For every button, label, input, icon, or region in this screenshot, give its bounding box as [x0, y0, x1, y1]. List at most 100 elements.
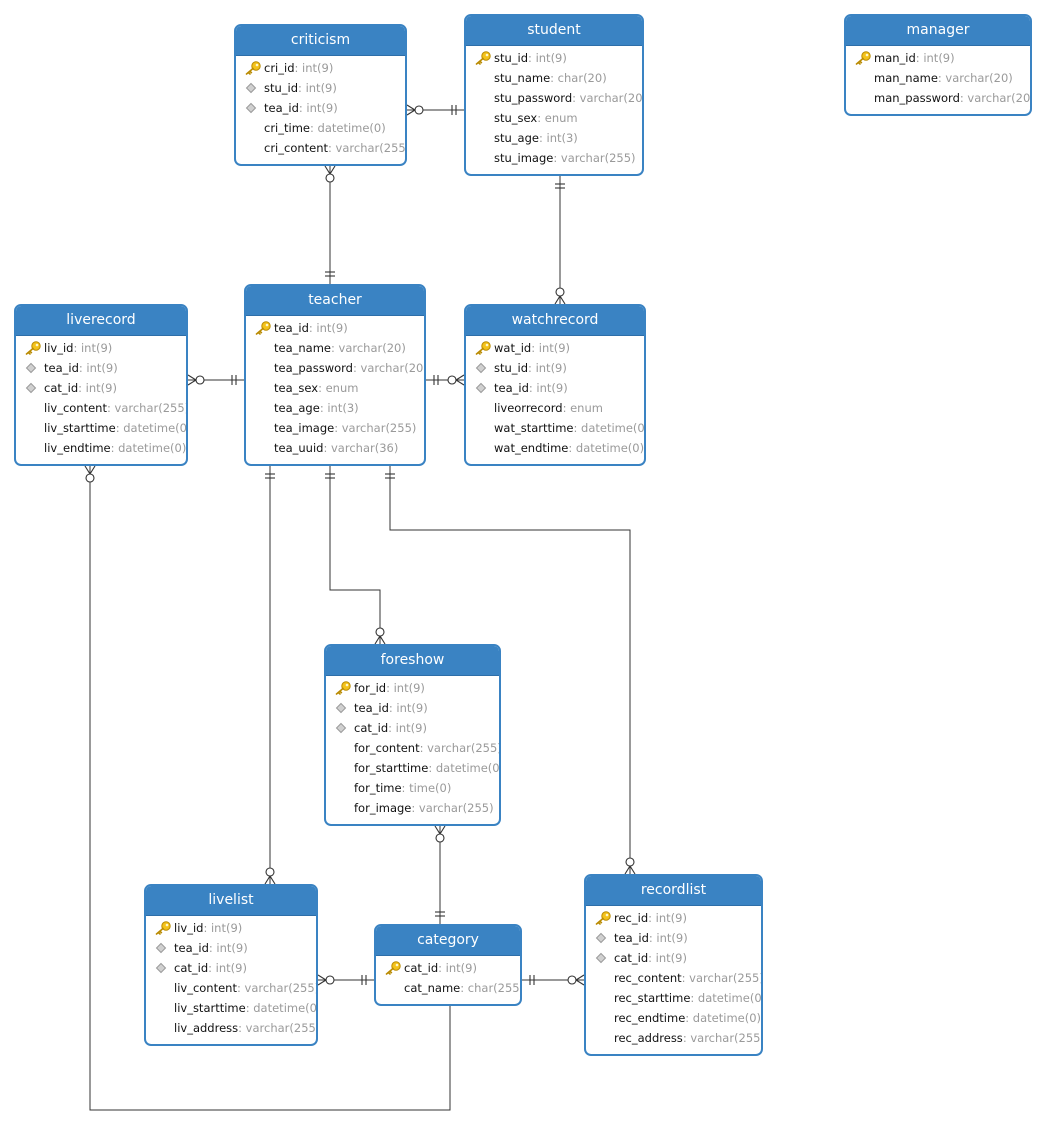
- field-row[interactable]: stu_name: char(20): [466, 68, 642, 88]
- field-row[interactable]: stu_age: int(3): [466, 128, 642, 148]
- field-row[interactable]: tea_id: int(9): [236, 98, 405, 118]
- field-row[interactable]: stu_id: int(9): [466, 48, 642, 68]
- blank-icon: [154, 981, 172, 995]
- field-row[interactable]: tea_id: int(9): [326, 698, 499, 718]
- rel-recordlist-category: [522, 974, 585, 986]
- blank-icon: [254, 341, 272, 355]
- field-row[interactable]: man_name: varchar(20): [846, 68, 1030, 88]
- field-row[interactable]: tea_id: int(9): [586, 928, 761, 948]
- blank-icon: [334, 761, 352, 775]
- field-row[interactable]: for_starttime: datetime(0): [326, 758, 499, 778]
- field-row[interactable]: liv_address: varchar(255): [146, 1018, 316, 1038]
- one-only-marker: [435, 911, 445, 917]
- field-list: tea_id: int(9)tea_name: varchar(20)tea_p…: [246, 316, 424, 458]
- field-row[interactable]: cri_id: int(9): [236, 58, 405, 78]
- field-row[interactable]: cat_name: char(255): [376, 978, 520, 998]
- field-row[interactable]: cri_content: varchar(255): [236, 138, 405, 158]
- field-row[interactable]: liv_id: int(9): [16, 338, 186, 358]
- rel-criticism-student: [406, 104, 464, 116]
- field-row[interactable]: wat_endtime: datetime(0): [466, 438, 644, 458]
- primary-key-icon: [154, 920, 172, 935]
- field-row[interactable]: rec_content: varchar(255): [586, 968, 761, 988]
- field-row[interactable]: wat_id: int(9): [466, 338, 644, 358]
- field-row[interactable]: rec_starttime: datetime(0): [586, 988, 761, 1008]
- field-type: : char(255): [460, 981, 522, 995]
- field-row[interactable]: tea_name: varchar(20): [246, 338, 424, 358]
- field-row[interactable]: cat_id: int(9): [16, 378, 186, 398]
- field-name: tea_id: [354, 701, 389, 715]
- foreign-key-icon: [244, 81, 262, 95]
- field-row[interactable]: tea_image: varchar(255): [246, 418, 424, 438]
- field-name: stu_name: [494, 71, 551, 85]
- zero-or-many-marker: [567, 974, 585, 986]
- field-row[interactable]: tea_id: int(9): [466, 378, 644, 398]
- field-row[interactable]: cat_id: int(9): [326, 718, 499, 738]
- field-name: man_name: [874, 71, 938, 85]
- field-row[interactable]: liv_starttime: datetime(0): [16, 418, 186, 438]
- field-row[interactable]: stu_id: int(9): [466, 358, 644, 378]
- field-row[interactable]: tea_password: varchar(20): [246, 358, 424, 378]
- field-row[interactable]: tea_id: int(9): [146, 938, 316, 958]
- entity-title: manager: [846, 16, 1030, 46]
- field-row[interactable]: for_content: varchar(255): [326, 738, 499, 758]
- field-row[interactable]: man_id: int(9): [846, 48, 1030, 68]
- zero-or-many-marker: [554, 287, 566, 305]
- field-name: stu_id: [494, 361, 529, 375]
- field-row[interactable]: tea_sex: enum: [246, 378, 424, 398]
- field-row[interactable]: rec_endtime: datetime(0): [586, 1008, 761, 1028]
- one-only-marker: [325, 473, 335, 479]
- entity-title: livelist: [146, 886, 316, 916]
- field-row[interactable]: tea_id: int(9): [16, 358, 186, 378]
- field-row[interactable]: liv_content: varchar(255): [146, 978, 316, 998]
- field-row[interactable]: stu_sex: enum: [466, 108, 642, 128]
- field-list: cri_id: int(9)stu_id: int(9)tea_id: int(…: [236, 56, 405, 158]
- field-row[interactable]: rec_address: varchar(255): [586, 1028, 761, 1048]
- field-row[interactable]: tea_age: int(3): [246, 398, 424, 418]
- primary-key-icon: [854, 50, 872, 65]
- field-row[interactable]: liv_content: varchar(255): [16, 398, 186, 418]
- field-row[interactable]: tea_uuid: varchar(36): [246, 438, 424, 458]
- field-type: : enum: [537, 111, 578, 125]
- blank-icon: [24, 441, 42, 455]
- field-name: tea_id: [274, 321, 309, 335]
- blank-icon: [154, 1021, 172, 1035]
- field-name: liveorrecord: [494, 401, 563, 415]
- blank-icon: [594, 971, 612, 985]
- field-row[interactable]: for_time: time(0): [326, 778, 499, 798]
- field-row[interactable]: liv_id: int(9): [146, 918, 316, 938]
- field-row[interactable]: liv_starttime: datetime(0): [146, 998, 316, 1018]
- field-row[interactable]: cri_time: datetime(0): [236, 118, 405, 138]
- field-row[interactable]: cat_id: int(9): [586, 948, 761, 968]
- field-row[interactable]: for_id: int(9): [326, 678, 499, 698]
- field-row[interactable]: cat_id: int(9): [146, 958, 316, 978]
- field-type: : int(9): [531, 341, 571, 355]
- field-row[interactable]: tea_id: int(9): [246, 318, 424, 338]
- field-name: man_password: [874, 91, 960, 105]
- field-type: : varchar(255): [553, 151, 636, 165]
- blank-icon: [594, 991, 612, 1005]
- field-row[interactable]: stu_image: varchar(255): [466, 148, 642, 168]
- field-row[interactable]: cat_id: int(9): [376, 958, 520, 978]
- field-row[interactable]: rec_id: int(9): [586, 908, 761, 928]
- field-type: : int(9): [298, 101, 338, 115]
- primary-key-icon: [474, 340, 492, 355]
- field-row[interactable]: liv_endtime: datetime(0): [16, 438, 186, 458]
- field-type: : int(9): [78, 381, 117, 395]
- one-only-marker: [361, 975, 367, 985]
- field-row[interactable]: for_image: varchar(255): [326, 798, 499, 818]
- field-row[interactable]: stu_id: int(9): [236, 78, 405, 98]
- field-row[interactable]: man_password: varchar(20): [846, 88, 1030, 108]
- field-row[interactable]: liveorrecord: enum: [466, 398, 644, 418]
- field-row[interactable]: wat_starttime: datetime(0): [466, 418, 644, 438]
- field-row[interactable]: stu_password: varchar(20): [466, 88, 642, 108]
